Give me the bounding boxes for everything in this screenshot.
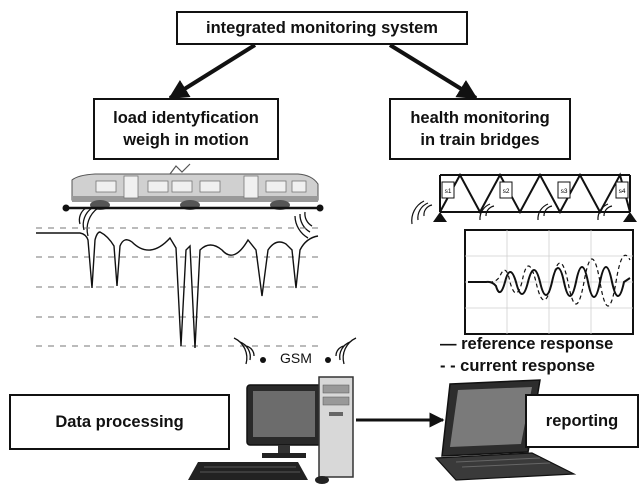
gsm-waves-right: [335, 337, 357, 365]
gsm-dot-left: [260, 357, 266, 363]
signal-waves-left-sensor: [78, 207, 99, 237]
legend-reference-marker: —: [440, 335, 457, 353]
rail-sensor-left: [62, 204, 70, 212]
legend-reference-label: reference response: [461, 335, 614, 353]
integrated-monitoring-system-box: integrated monitoring system: [176, 11, 468, 45]
data-processing-label: Data processing: [55, 412, 184, 431]
train-illustration: [71, 163, 319, 210]
gsm-label: GSM: [280, 350, 312, 366]
bridge-sensors: s1 s2 s3 s4: [441, 181, 629, 199]
sensor-label-4: s4: [619, 188, 626, 195]
data-processing-box: Data processing: [9, 394, 230, 450]
health-monitoring-line1: health monitoring: [410, 108, 550, 127]
desktop-computer-icon: [188, 376, 354, 484]
health-monitoring-box: health monitoring in train bridges: [389, 98, 571, 160]
wim-signal-curve: [36, 231, 319, 349]
legend-current-marker: - -: [440, 357, 456, 375]
load-identification-line1: load identyfication: [113, 108, 259, 127]
signal-waves-right-sensor: [294, 211, 313, 239]
health-monitoring-line2: in train bridges: [420, 131, 540, 149]
gsm-dot-right: [325, 357, 331, 363]
rail-sensor-right: [316, 204, 324, 212]
reporting-label: reporting: [545, 411, 619, 430]
legend-current: - - current response: [440, 357, 595, 376]
response-chart: [464, 229, 634, 335]
load-identification-line2: weigh in motion: [123, 131, 249, 149]
wim-grid: [36, 227, 318, 347]
arrow-to-load-identification: [168, 43, 257, 100]
sensor-label-3: s3: [561, 188, 568, 195]
sensor-label-1: s1: [445, 188, 452, 195]
legend-reference: — reference response: [440, 335, 613, 354]
current-response-curve: [468, 254, 631, 307]
gsm-waves-left: [233, 337, 255, 365]
load-identification-box: load identyfication weigh in motion: [93, 98, 279, 160]
legend-current-label: current response: [460, 357, 595, 375]
integrated-monitoring-system-label: integrated monitoring system: [206, 18, 438, 37]
bridge-supports: [433, 212, 637, 222]
arrow-to-health-monitoring: [388, 43, 478, 100]
bridge-truss: [439, 172, 631, 215]
bridge-signal-waves: [411, 200, 613, 225]
laptop-icon: [434, 379, 577, 481]
sensor-label-2: s2: [503, 188, 510, 195]
reporting-box: reporting: [525, 394, 639, 448]
